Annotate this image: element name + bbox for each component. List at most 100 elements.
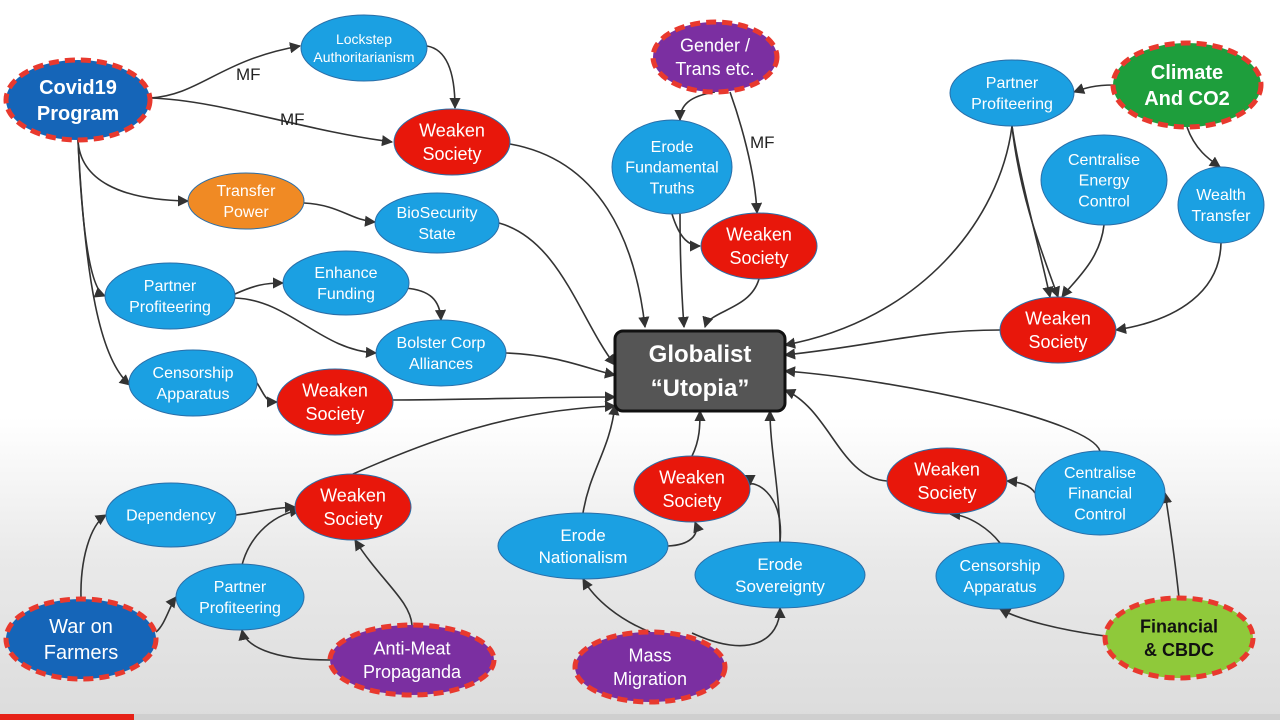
connector-arrow — [1011, 125, 1060, 299]
connector-arrow — [764, 409, 781, 543]
node-ellipse — [1177, 166, 1265, 244]
node-ellipse — [572, 629, 728, 705]
node-label: Wealth — [1196, 187, 1246, 204]
node-label: Centralise — [1064, 465, 1136, 482]
node-label: Alliances — [409, 356, 473, 373]
node-label: Authoritarianism — [313, 49, 414, 65]
connector-arrow — [1005, 476, 1036, 494]
connector-arrow — [691, 409, 706, 457]
node-ellipse — [497, 512, 669, 580]
node-label: Apparatus — [157, 386, 230, 403]
node-ellipse — [886, 447, 1008, 515]
connector-arrow — [1186, 126, 1221, 168]
connector-arrow — [582, 578, 651, 633]
node-label: Weaken — [302, 381, 368, 401]
node-label: Farmers — [44, 642, 118, 664]
connector-arrow — [783, 329, 1001, 360]
node-ellipse — [128, 349, 258, 417]
node-label: Censorship — [960, 558, 1041, 575]
node-label: Propaganda — [363, 662, 462, 682]
node-label: Society — [422, 144, 481, 164]
node-label: Bolster Corp — [397, 335, 486, 352]
node-label: Trans etc. — [675, 59, 754, 79]
node-label: Control — [1074, 506, 1126, 523]
connector-arrows — [77, 42, 1222, 661]
node-ellipse — [105, 482, 237, 548]
connector-arrow — [238, 628, 331, 661]
connector-arrow — [352, 400, 617, 475]
connector-arrow — [691, 606, 786, 647]
node-ellipse — [3, 57, 153, 143]
node-label: Control — [1078, 193, 1130, 210]
connector-arrow — [999, 608, 1106, 637]
connector-arrow — [505, 352, 617, 379]
node-label: Weaken — [659, 468, 725, 488]
connector-arrow — [77, 139, 190, 207]
node-ellipse — [949, 59, 1075, 127]
connector-arrow — [674, 91, 716, 122]
node-ellipse — [650, 19, 780, 95]
connector-arrow — [149, 42, 302, 99]
node-label: And CO2 — [1144, 88, 1230, 110]
connector-arrow — [509, 143, 650, 329]
node-label: Apparatus — [964, 579, 1037, 596]
node-ellipse — [1040, 134, 1168, 226]
connector-arrow — [783, 366, 1101, 452]
node-ellipse — [294, 473, 412, 541]
node-label: Weaken — [320, 486, 386, 506]
node-label: Society — [662, 491, 721, 511]
node-label: Erode — [651, 139, 694, 156]
connector-arrow — [1061, 224, 1105, 298]
node-label: Program — [37, 103, 119, 125]
node-ellipse — [3, 596, 159, 682]
connector-arrow — [234, 297, 378, 359]
node-ellipse — [611, 119, 733, 215]
node-label: Transfer — [217, 183, 277, 200]
edge-label-mf: MF — [280, 110, 305, 129]
node-ellipse — [694, 541, 866, 609]
connector-arrow — [426, 45, 461, 110]
video-progress-bar[interactable] — [0, 714, 1280, 720]
node-gender: Gender /Trans etc. — [650, 19, 780, 95]
node-label: Sovereignty — [735, 577, 825, 596]
node-ellipse — [104, 262, 236, 330]
node-label: Dependency — [126, 508, 216, 525]
connector-arrow — [948, 508, 1001, 544]
edge-label-mf: MF — [236, 65, 261, 84]
connector-arrow — [392, 391, 617, 403]
node-label: Weaken — [1025, 309, 1091, 329]
connector-arrow — [404, 287, 447, 322]
node-label: War on — [49, 616, 113, 638]
node-label: Fundamental — [625, 160, 718, 177]
node-label: Truths — [650, 180, 695, 197]
node-ellipse — [935, 542, 1065, 610]
node-label: Migration — [613, 669, 687, 689]
node-label: State — [418, 226, 455, 243]
node-ellipse — [300, 14, 428, 82]
video-progress-fill — [0, 714, 135, 720]
connector-arrow — [1011, 125, 1054, 299]
connector-arrow — [1114, 242, 1222, 334]
center-label-line-2: “Utopia” — [651, 375, 750, 402]
node-label: Funding — [317, 286, 375, 303]
connector-arrow — [702, 278, 760, 329]
node-ellipse — [327, 622, 497, 698]
node-label: Transfer — [1192, 208, 1252, 225]
node-ellipse — [374, 192, 500, 254]
node-label: Society — [1028, 332, 1087, 352]
node-label: Financial — [1140, 617, 1218, 637]
